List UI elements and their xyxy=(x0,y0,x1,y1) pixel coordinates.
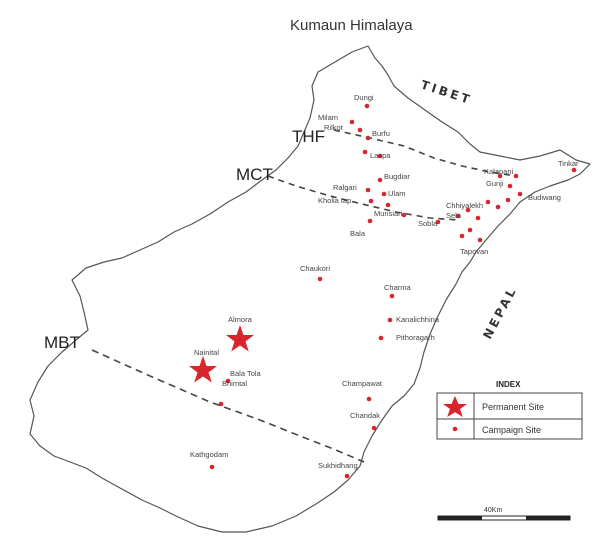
campaign-site-dots xyxy=(209,103,577,479)
campaign-site-dot-budiwang xyxy=(517,191,523,197)
campaign-site-dot-chhiyalekh xyxy=(495,204,501,210)
legend-dot-icon xyxy=(452,426,458,432)
site-label-burfu: Burfu xyxy=(372,129,390,138)
site-label-tinkar: Tinkar xyxy=(558,159,579,168)
map-title: Kumaun Himalaya xyxy=(290,17,413,34)
site-label-milam: Milam xyxy=(318,113,338,122)
permanent-site-star-icon xyxy=(189,356,217,383)
campaign-site-dot-gunji xyxy=(507,183,513,189)
campaign-site-dot-extra xyxy=(465,207,471,213)
campaign-site-dot-bugdiar xyxy=(377,177,383,183)
scale-label: 40Km xyxy=(484,507,502,514)
campaign-site-dot-dungi xyxy=(364,103,370,109)
campaign-site-dot-charma xyxy=(389,293,395,299)
site-label-kholia-tap: Kholia tap xyxy=(318,196,351,205)
site-label-chandak: Chandak xyxy=(350,411,380,420)
campaign-site-dot-kholia-tap xyxy=(368,198,374,204)
campaign-site-dot-rilkot xyxy=(357,127,363,133)
site-label-dungi: Dungi xyxy=(354,93,374,102)
site-label-bhimtal: Bhimtal xyxy=(222,379,247,388)
map-legend: INDEX Permanent Site Campaign Site xyxy=(436,380,583,440)
campaign-site-dot-extra xyxy=(377,153,383,159)
legend-campaign-label: Campaign Site xyxy=(482,425,541,435)
campaign-site-dot-chandak xyxy=(371,425,377,431)
campaign-site-dot-extra xyxy=(485,199,491,205)
campaign-site-dot-extra xyxy=(401,212,407,218)
campaign-site-dot-sela xyxy=(475,215,481,221)
site-label-ulam: Ulam xyxy=(388,189,406,198)
permanent-site-almora: Almora xyxy=(226,315,254,352)
site-label-laspa: Laspa xyxy=(370,151,391,160)
campaign-site-dot-bhimtal xyxy=(218,401,224,407)
site-label-kathgodam: Kathgodam xyxy=(190,450,228,459)
campaign-site-dot-bala xyxy=(367,218,373,224)
site-label-sela: Sela xyxy=(446,211,462,220)
site-label-charma: Charma xyxy=(384,283,412,292)
mbt-fault-line xyxy=(91,349,365,463)
legend-title: INDEX xyxy=(496,380,521,389)
site-label-pithoragarh: Pithoragarh xyxy=(396,333,435,342)
site-label-bugdiar: Bugdiar xyxy=(384,172,410,181)
campaign-site-dot-kalapani xyxy=(497,173,503,179)
scale-bar: 40Km xyxy=(437,507,571,521)
campaign-site-dot-tinkar xyxy=(571,167,577,173)
campaign-site-dot-extra xyxy=(513,173,519,179)
campaign-site-dot-pithoragarh xyxy=(378,335,384,341)
campaign-site-dot-extra xyxy=(505,197,511,203)
site-label-tapovan: Tapovan xyxy=(460,247,488,256)
mct-label: MCT xyxy=(236,165,273,184)
campaign-site-dot-kanalichhina xyxy=(387,317,393,323)
campaign-site-labels: Dungi Milam Rilkot Burfu Laspa Bugdiar R… xyxy=(190,93,579,470)
site-label-gunji: Gunji xyxy=(486,179,504,188)
legend-star-icon xyxy=(443,396,467,417)
campaign-site-dot-tapovan xyxy=(477,237,483,243)
campaign-site-dot-munsiari xyxy=(385,202,391,208)
campaign-site-dot-bala-tola xyxy=(225,378,231,384)
permanent-site-star-icon xyxy=(226,325,254,352)
nepal-label: NEPAL xyxy=(480,284,520,342)
site-label-almora: Almora xyxy=(228,315,253,324)
site-label-kalapani: Kalapani xyxy=(484,167,514,176)
thf-label: THF xyxy=(292,127,325,146)
permanent-site-nainital: Nainital xyxy=(189,348,219,383)
site-label-bala-tola: Bala Tola xyxy=(230,369,262,378)
campaign-site-dot-extra xyxy=(459,233,465,239)
campaign-site-dot-kathgodam xyxy=(209,464,215,470)
mct-fault-line xyxy=(267,175,459,221)
site-label-champawat: Champawat xyxy=(342,379,383,388)
legend-permanent-label: Permanent Site xyxy=(482,402,544,412)
site-label-sobla: Sobla xyxy=(418,219,438,228)
campaign-site-dot-milam xyxy=(349,119,355,125)
campaign-site-dot-champawat xyxy=(366,396,372,402)
mbt-label: MBT xyxy=(44,333,80,352)
campaign-site-dot-sukhidhang xyxy=(344,473,350,479)
site-label-ralgari: Ralgari xyxy=(333,183,357,192)
site-label-nainital: Nainital xyxy=(194,348,219,357)
site-label-budiwang: Budiwang xyxy=(528,193,561,202)
site-label-chhiyalekh: Chhiyalekh xyxy=(446,201,483,210)
site-label-chaukori: Chaukori xyxy=(300,264,330,273)
campaign-site-dot-ulam xyxy=(381,191,387,197)
tibet-label: TIBET xyxy=(419,78,474,108)
campaign-site-dot-extra xyxy=(455,213,461,219)
site-label-rilkot: Rilkot xyxy=(324,123,344,132)
site-label-bala: Bala xyxy=(350,229,366,238)
campaign-site-dot-burfu xyxy=(365,135,371,141)
campaign-site-dot-sobla xyxy=(467,227,473,233)
campaign-site-dot-extra xyxy=(435,219,441,225)
site-label-kanalichhina: Kanalichhina xyxy=(396,315,440,324)
region-boundary xyxy=(29,45,591,533)
site-label-sukhidhang: Sukhidhang xyxy=(318,461,358,470)
campaign-site-dot-ralgari xyxy=(365,187,371,193)
site-label-munsiari: Munsiari xyxy=(374,209,403,218)
campaign-site-dot-laspa xyxy=(362,149,368,155)
campaign-site-dot-chaukori xyxy=(317,276,323,282)
